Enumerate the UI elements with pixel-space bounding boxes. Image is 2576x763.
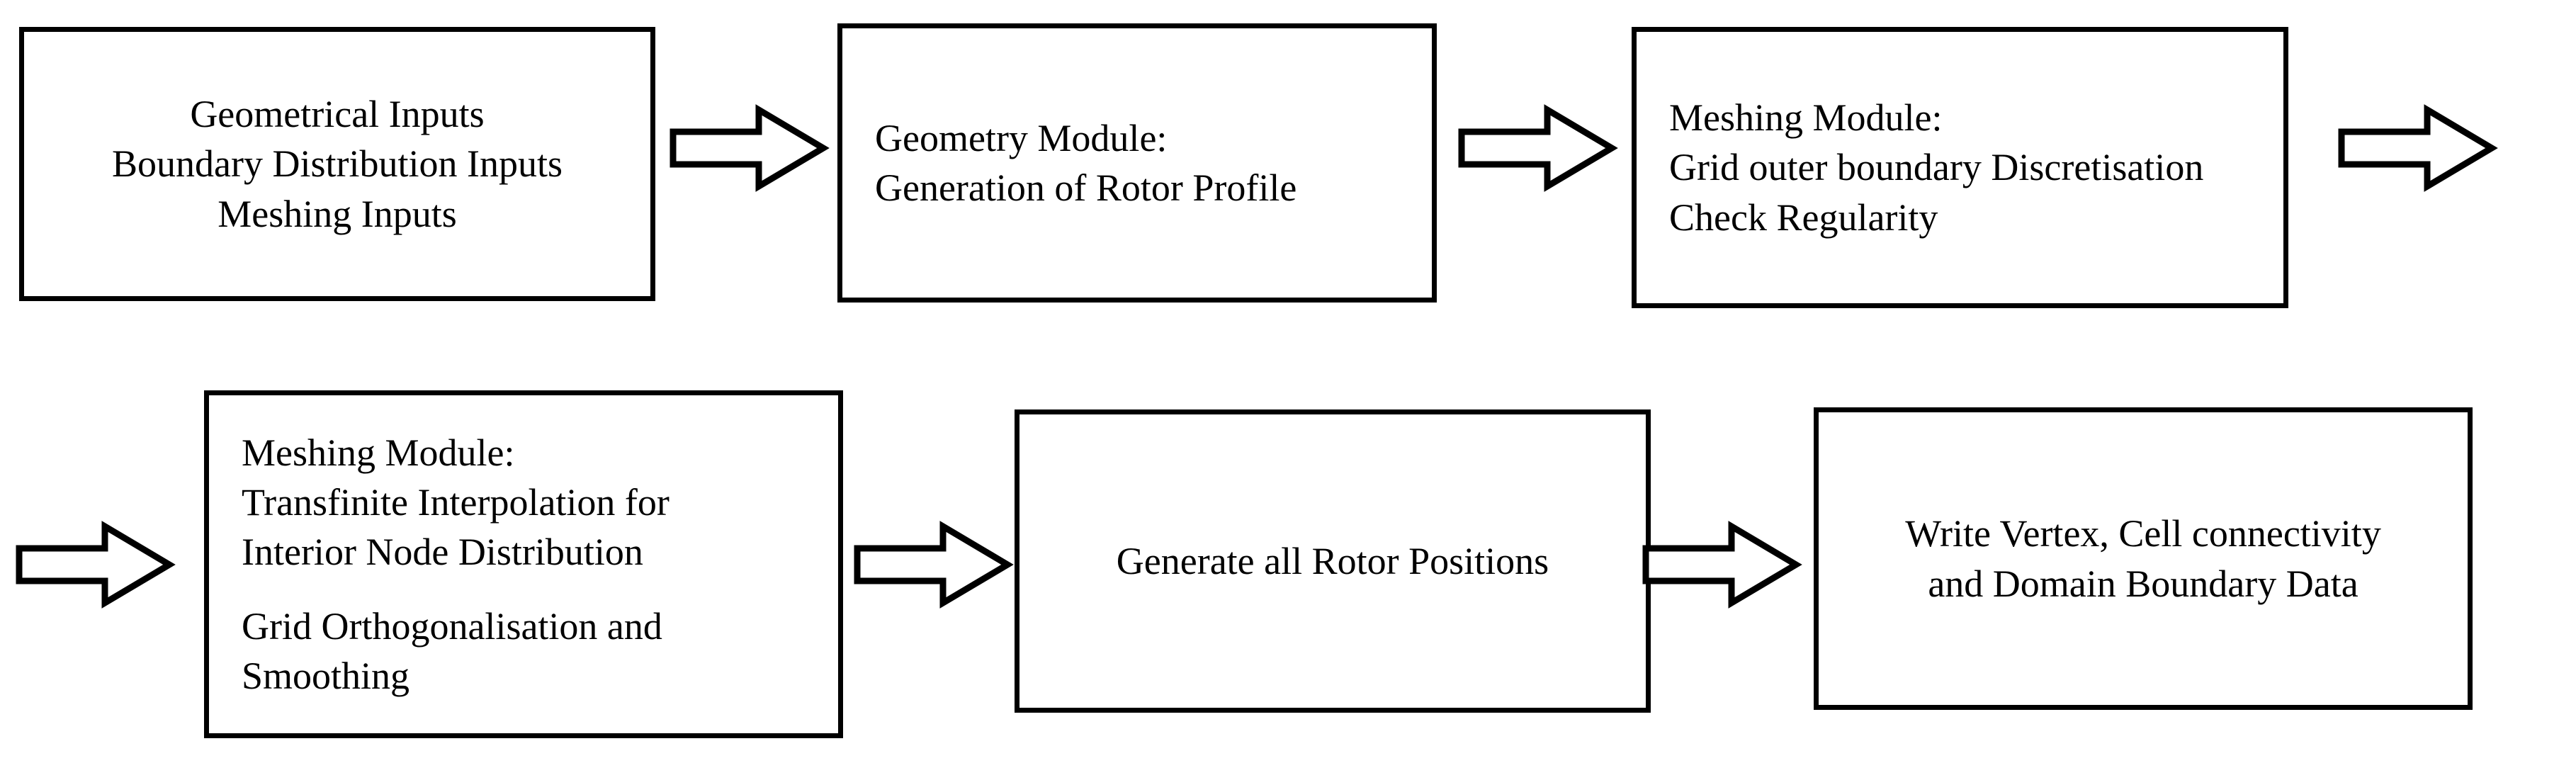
node-text-line: Generation of Rotor Profile	[875, 166, 1297, 209]
block-arrow-right-5	[854, 521, 1014, 609]
node-text-line: Geometrical Inputs	[190, 93, 485, 136]
node-text-line: Write Vertex, Cell connectivity	[1905, 512, 2381, 555]
block-arrow-right-6	[1642, 521, 1802, 609]
node-text-line: Meshing Module:	[242, 431, 515, 475]
flow-node-meshing-module-interior[interactable]: Meshing Module: Transfinite Interpolatio…	[204, 390, 843, 738]
block-arrow-right-4	[16, 521, 176, 609]
flow-node-generate-rotor-positions[interactable]: Generate all Rotor Positions	[1015, 409, 1651, 713]
node-text-line: and Domain Boundary Data	[1928, 562, 2358, 605]
node-text-line: Generate all Rotor Positions	[1116, 539, 1549, 582]
node-text-line: Grid Orthogonalisation and	[242, 604, 662, 648]
node-text-line: Interior Node Distribution	[242, 531, 643, 574]
node-text-line: Check Regularity	[1669, 196, 1938, 239]
flow-node-geometrical-inputs[interactable]: Geometrical Inputs Boundary Distribution…	[19, 27, 655, 301]
node-text-line: Grid outer boundary Discretisation	[1669, 146, 2204, 189]
node-text-line: Meshing Inputs	[218, 192, 457, 235]
block-arrow-right-3	[2338, 104, 2498, 192]
block-arrow-right-2	[1458, 104, 1618, 192]
node-text-line: Boundary Distribution Inputs	[112, 142, 563, 186]
node-text-line: Transfinite Interpolation for	[242, 481, 670, 524]
node-text-line: Smoothing	[242, 654, 410, 697]
node-text-line: Meshing Module:	[1669, 96, 1943, 140]
block-arrow-right-1	[670, 104, 830, 192]
flow-node-geometry-module[interactable]: Geometry Module: Generation of Rotor Pro…	[837, 23, 1437, 303]
flow-node-write-vertex-data[interactable]: Write Vertex, Cell connectivity and Doma…	[1814, 407, 2473, 710]
flow-node-meshing-module-outer[interactable]: Meshing Module: Grid outer boundary Disc…	[1632, 27, 2288, 308]
node-text-line: Geometry Module:	[875, 116, 1168, 159]
